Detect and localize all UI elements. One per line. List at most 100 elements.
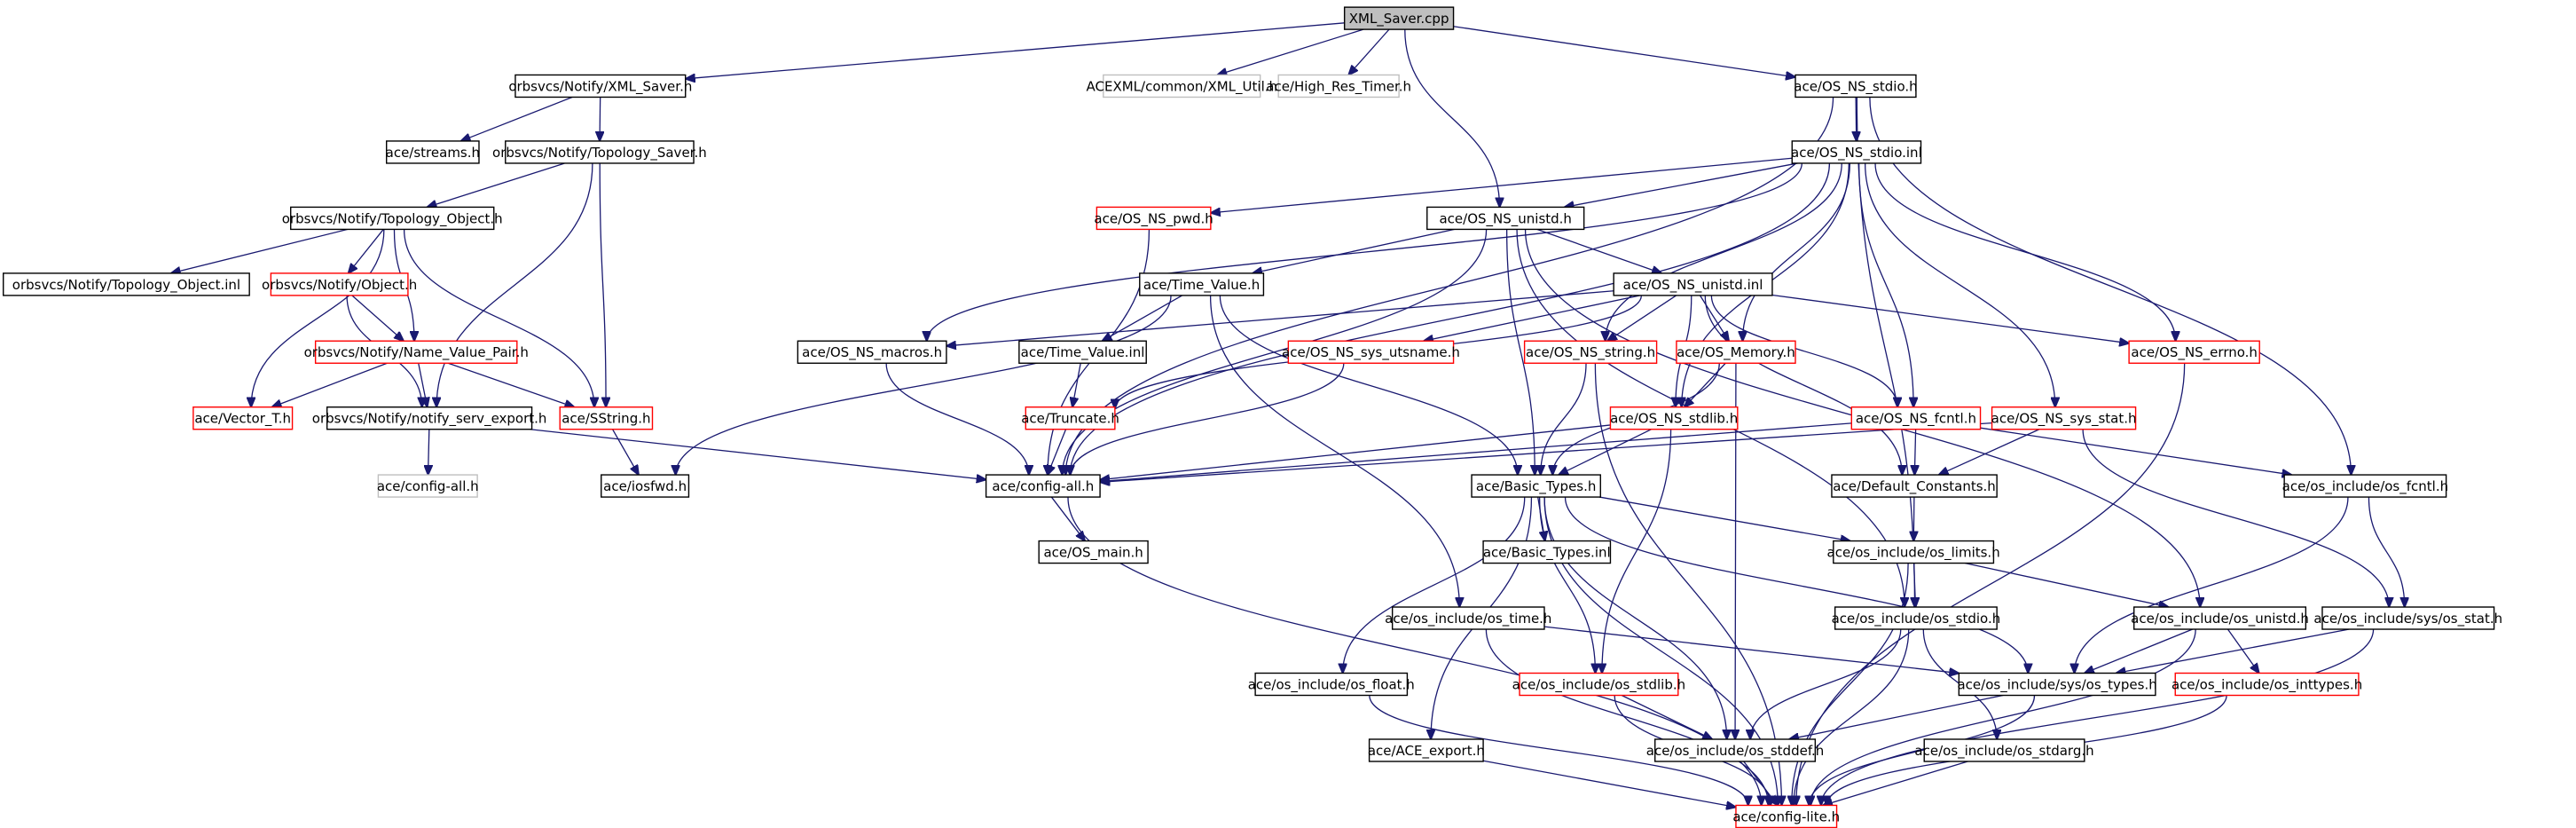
edge-object-h-to-name-value-pair-h bbox=[351, 295, 404, 341]
graph-node-iosfwd-h[interactable]: ace/iosfwd.h bbox=[601, 474, 690, 498]
edge-os-ns-stdio-inl-to-os-ns-errno-h bbox=[1874, 162, 2176, 341]
graph-node-os-ns-sys-utsname-h[interactable]: ace/OS_NS_sys_utsname.h bbox=[1282, 340, 1460, 364]
graph-node-os-limits-h[interactable]: ace/os_include/os_limits.h bbox=[1827, 540, 2000, 564]
node-label: ace/config-all.h bbox=[377, 478, 479, 494]
edge-xml-saver-cpp-to-high-res-timer-h bbox=[1348, 28, 1390, 75]
graph-node-ace-export-h[interactable]: ace/ACE_export.h bbox=[1368, 738, 1485, 762]
edge-os-ns-sys-stat-h-to-config-all-h bbox=[1100, 422, 1992, 483]
graph-node-os-stddef-h[interactable]: ace/os_include/os_stddef.h bbox=[1646, 738, 1825, 762]
graph-node-streams-h[interactable]: ace/streams.h bbox=[386, 140, 480, 164]
node-label: ace/OS_NS_stdio.inl bbox=[1791, 145, 1922, 162]
node-box bbox=[314, 340, 518, 364]
graph-node-os-stdarg-h[interactable]: ace/os_include/os_stdarg.h bbox=[1914, 738, 2094, 762]
graph-node-os-ns-sys-stat-h[interactable]: ace/OS_NS_sys_stat.h bbox=[1991, 406, 2137, 430]
edge-notify-serv-export-h-to-config-all-h bbox=[530, 429, 986, 480]
edge-sys-os-types-h-to-config-lite-h bbox=[1809, 695, 2036, 806]
graph-node-os-ns-string-h[interactable]: ace/OS_NS_string.h bbox=[1523, 340, 1658, 364]
graph-node-os-float-h[interactable]: ace/os_include/os_float.h bbox=[1248, 672, 1415, 697]
graph-node-os-main-h[interactable]: ace/OS_main.h bbox=[1038, 540, 1149, 564]
edge-xml-saver-cpp-to-os-ns-unistd-h bbox=[1404, 29, 1500, 207]
node-box bbox=[1103, 74, 1261, 99]
edge-os-ns-unistd-inl-to-os-memory-h bbox=[1699, 295, 1729, 341]
node-label: ace/OS_NS_sys_stat.h bbox=[1991, 411, 2137, 428]
graph-node-xml-util-h[interactable]: ACEXML/common/XML_Util.h bbox=[1087, 74, 1278, 99]
edge-name-value-pair-h-to-notify-serv-export-h bbox=[418, 363, 428, 406]
node-label: ace/os_include/sys/os_stat.h bbox=[2313, 611, 2502, 627]
edge-topology-object-h-to-vector-t-h bbox=[251, 229, 385, 406]
graph-node-time-value-inl[interactable]: ace/Time_Value.inl bbox=[1018, 340, 1147, 364]
edge-os-ns-string-h-to-config-lite-h bbox=[1594, 363, 1781, 805]
edge-basic-types-h-to-os-stddef-h bbox=[1543, 497, 1727, 739]
edge-os-ns-unistd-inl-to-os-ns-macros-h bbox=[946, 290, 1614, 346]
graph-node-os-unistd-h[interactable]: ace/os_include/os_unistd.h bbox=[2131, 606, 2309, 630]
node-label: ace/ACE_export.h bbox=[1368, 743, 1485, 760]
edge-os-limits-h-to-os-stdio-h bbox=[1914, 563, 1916, 607]
graph-node-object-h[interactable]: orbsvcs/Notify/Object.h bbox=[262, 272, 417, 296]
edge-os-time-h-to-sys-os-types-h bbox=[1543, 626, 1959, 673]
node-box bbox=[1343, 6, 1455, 30]
edge-topology-saver-h-to-sstring-h bbox=[599, 162, 606, 407]
graph-node-os-stdio-h[interactable]: ace/os_include/os_stdio.h bbox=[1832, 606, 2001, 630]
graph-node-config-all-ext[interactable]: ace/config-all.h bbox=[377, 474, 479, 498]
node-label: ace/OS_NS_unistd.h bbox=[1439, 210, 1571, 227]
edge-os-ns-unistd-inl-to-os-ns-string-h bbox=[1607, 295, 1677, 341]
graph-node-os-ns-pwd-h[interactable]: ace/OS_NS_pwd.h bbox=[1094, 206, 1213, 231]
edge-os-ns-stdio-inl-to-os-ns-string-h bbox=[1606, 162, 1842, 341]
graph-node-name-value-pair-h[interactable]: orbsvcs/Notify/Name_Value_Pair.h bbox=[304, 340, 529, 364]
graph-node-notify-serv-export-h[interactable]: orbsvcs/Notify/notify_serv_export.h bbox=[312, 406, 547, 430]
node-label: ace/os_include/os_limits.h bbox=[1827, 545, 2000, 562]
node-label: ace/OS_NS_string.h bbox=[1526, 344, 1655, 361]
node-label: ace/OS_NS_sys_utsname.h bbox=[1282, 344, 1460, 361]
graph-node-os-ns-errno-h[interactable]: ace/OS_NS_errno.h bbox=[2128, 340, 2260, 364]
node-box bbox=[377, 474, 478, 498]
graph-node-os-memory-h[interactable]: ace/OS_Memory.h bbox=[1676, 340, 1796, 364]
graph-node-topology-object-h[interactable]: orbsvcs/Notify/Topology_Object.h bbox=[282, 206, 503, 231]
graph-node-os-ns-stdio-h[interactable]: ace/OS_NS_stdio.h bbox=[1794, 74, 1918, 99]
graph-node-xml-saver-cpp[interactable]: XML_Saver.cpp bbox=[1343, 6, 1455, 30]
node-label: ace/OS_NS_pwd.h bbox=[1094, 210, 1213, 227]
graph-node-sstring-h[interactable]: ace/SString.h bbox=[559, 406, 654, 430]
node-box bbox=[1139, 272, 1265, 296]
graph-node-truncate-h[interactable]: ace/Truncate.h bbox=[1021, 406, 1119, 430]
edge-os-ns-stdlib-h-to-basic-types-h bbox=[1559, 429, 1652, 475]
graph-node-os-stdlib-h[interactable]: ace/os_include/os_stdlib.h bbox=[1512, 672, 1685, 697]
node-box bbox=[1831, 474, 1998, 498]
graph-node-default-constants-h[interactable]: ace/Default_Constants.h bbox=[1831, 474, 1998, 498]
graph-node-os-time-h[interactable]: ace/os_include/os_time.h bbox=[1385, 606, 1551, 630]
node-box bbox=[1791, 140, 1922, 164]
node-label: ace/config-all.h bbox=[992, 478, 1094, 494]
graph-node-os-ns-stdio-inl[interactable]: ace/OS_NS_stdio.inl bbox=[1791, 140, 1922, 164]
node-label: ace/os_include/os_stdarg.h bbox=[1914, 743, 2093, 760]
graph-node-topology-object-inl[interactable]: orbsvcs/Notify/Topology_Object.inl bbox=[3, 272, 250, 296]
graph-node-sys-os-types-h[interactable]: ace/os_include/sys/os_types.h bbox=[1957, 672, 2157, 697]
graph-node-sys-os-stat-h[interactable]: ace/os_include/sys/os_stat.h bbox=[2313, 606, 2502, 630]
graph-node-topology-saver-h[interactable]: orbsvcs/Notify/Topology_Saver.h bbox=[492, 140, 707, 164]
graph-node-config-all-h[interactable]: ace/config-all.h bbox=[985, 474, 1101, 498]
graph-node-basic-types-h[interactable]: ace/Basic_Types.h bbox=[1471, 474, 1601, 498]
graph-node-os-ns-fcntl-h[interactable]: ace/OS_NS_fcntl.h bbox=[1850, 406, 1982, 430]
edge-basic-types-h-to-sys-os-types-h bbox=[1564, 497, 2029, 673]
graph-node-os-inttypes-h[interactable]: ace/os_include/os_inttypes.h bbox=[2172, 672, 2362, 697]
graph-node-os-ns-unistd-h[interactable]: ace/OS_NS_unistd.h bbox=[1426, 206, 1585, 231]
graph-node-vector-t-h[interactable]: ace/Vector_T.h bbox=[192, 406, 294, 430]
node-box bbox=[326, 406, 533, 430]
graph-node-basic-types-inl[interactable]: ace/Basic_Types.inl bbox=[1482, 540, 1612, 564]
graph-node-time-value-h[interactable]: ace/Time_Value.h bbox=[1139, 272, 1265, 296]
graph-node-config-lite-h[interactable]: ace/config-lite.h bbox=[1732, 804, 1840, 828]
graph-node-os-ns-unistd-inl[interactable]: ace/OS_NS_unistd.inl bbox=[1613, 272, 1773, 296]
node-label: ace/os_include/sys/os_types.h bbox=[1957, 677, 2156, 694]
node-label: ACEXML/common/XML_Util.h bbox=[1087, 78, 1278, 95]
edge-os-fcntl-h-to-sys-os-types-h bbox=[2075, 497, 2349, 673]
edge-xml-saver-cpp-to-os-ns-stdio-h bbox=[1453, 26, 1795, 77]
node-box bbox=[1795, 74, 1917, 99]
graph-node-high-res-timer-h[interactable]: ace/High_Res_Timer.h bbox=[1266, 74, 1411, 99]
node-box bbox=[1923, 738, 2085, 762]
graph-node-xml-saver-h[interactable]: orbsvcs/Notify/XML_Saver.h bbox=[508, 74, 692, 99]
graph-node-os-fcntl-h[interactable]: ace/os_include/os_fcntl.h bbox=[2282, 474, 2448, 498]
node-box bbox=[1038, 540, 1149, 564]
node-box bbox=[1609, 406, 1739, 430]
node-label: ace/Time_Value.h bbox=[1143, 277, 1260, 294]
graph-node-os-ns-macros-h[interactable]: ace/OS_NS_macros.h bbox=[797, 340, 947, 364]
graph-node-os-ns-stdlib-h[interactable]: ace/OS_NS_stdlib.h bbox=[1609, 406, 1739, 430]
edge-xml-saver-h-to-streams-h bbox=[461, 96, 573, 140]
